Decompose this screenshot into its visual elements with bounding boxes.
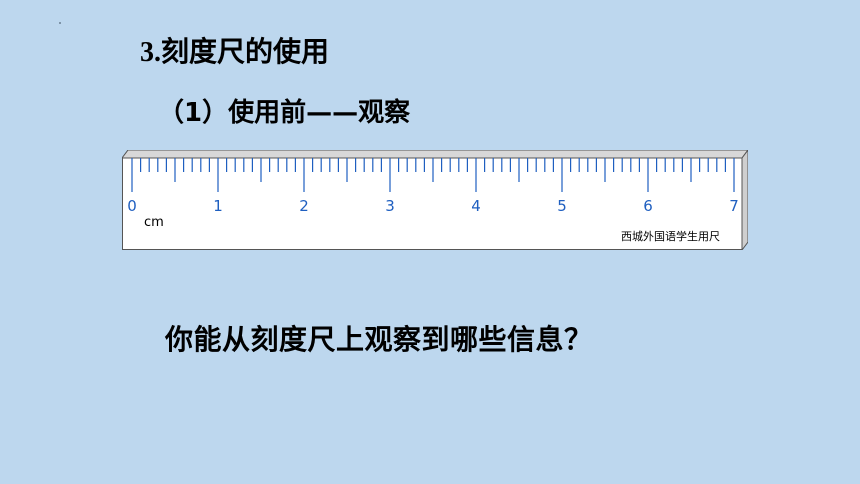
ruler-ticks <box>131 158 735 192</box>
ruler-number-label: 3 <box>385 197 395 215</box>
ruler-face <box>122 157 743 250</box>
ruler-side-edge <box>741 150 748 250</box>
ruler-labels: 0 1 2 3 4 5 6 7 <box>127 197 739 215</box>
ruler-image: 0 1 2 3 4 5 6 7 cm 西城外国语学生用尺 <box>122 150 748 250</box>
ruler-number-label: 0 <box>127 197 137 215</box>
decorative-dot <box>59 22 61 24</box>
section-heading: 3.刻度尺的使用 <box>140 30 329 70</box>
ruler-number-label: 4 <box>471 197 481 215</box>
heading-text: 刻度尺的使用 <box>161 35 330 68</box>
heading-number: 3. <box>140 37 161 68</box>
ruler-number-label: 5 <box>557 197 567 215</box>
brand-label: 西城外国语学生用尺 <box>621 229 720 243</box>
subheading: （1）使用前——观察 <box>158 98 411 128</box>
question-text: 你能从刻度尺上观察到哪些信息？ <box>165 323 593 356</box>
ruler-number-label: 7 <box>729 197 739 215</box>
ruler-number-label: 1 <box>213 197 223 215</box>
ruler-number-label: 6 <box>643 197 653 215</box>
ruler-svg: 0 1 2 3 4 5 6 7 cm 西城外国语学生用尺 <box>122 150 748 250</box>
ruler-top-edge <box>122 150 748 159</box>
unit-label: cm <box>144 215 164 230</box>
ruler-number-label: 2 <box>299 197 309 215</box>
